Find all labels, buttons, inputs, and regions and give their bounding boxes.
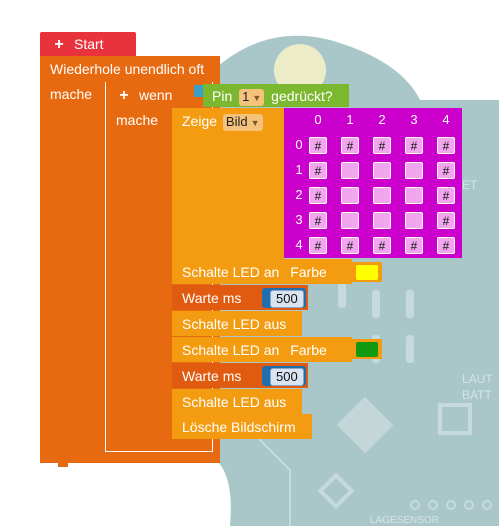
- if-header: + wenn: [117, 85, 172, 106]
- start-block[interactable]: + Start: [40, 32, 136, 56]
- grid-cell[interactable]: #: [341, 237, 359, 254]
- led-on-label-1: Schalte LED an: [182, 264, 280, 280]
- grid-row-header: 4: [295, 237, 303, 252]
- grid-row-header: 1: [295, 162, 303, 177]
- board-label-lagesensor: LAGESENSOR: [370, 515, 439, 526]
- loop-notch: [58, 463, 68, 467]
- grid-cell[interactable]: #: [309, 162, 327, 179]
- grid-cell[interactable]: #: [437, 162, 455, 179]
- chevron-down-icon: ▼: [252, 93, 262, 103]
- grid-cell[interactable]: #: [373, 137, 391, 154]
- grid-row-header: 3: [295, 212, 303, 227]
- grid-cell[interactable]: [405, 187, 423, 204]
- grid-cell[interactable]: [373, 187, 391, 204]
- plus-icon[interactable]: +: [54, 36, 64, 53]
- led-off-label-2: Schalte LED aus: [182, 394, 287, 410]
- led-off-block-2[interactable]: Schalte LED aus: [172, 389, 302, 414]
- grid-row-header: 2: [295, 187, 303, 202]
- grid-column-header: 0: [314, 112, 322, 127]
- grid-cell[interactable]: [405, 212, 423, 229]
- grid-cell[interactable]: [341, 187, 359, 204]
- color-label-2: Farbe: [290, 342, 327, 358]
- clear-screen-block[interactable]: Lösche Bildschirm: [172, 414, 312, 439]
- color-swatch-green[interactable]: [356, 342, 378, 357]
- pin-pressed-condition[interactable]: Pin 1▼ gedrückt?: [203, 84, 349, 107]
- clear-screen-label: Lösche Bildschirm: [182, 419, 296, 435]
- grid-column-header: 3: [410, 112, 418, 127]
- grid-cell[interactable]: #: [405, 137, 423, 154]
- grid-cell[interactable]: [405, 162, 423, 179]
- plus-icon[interactable]: +: [119, 87, 129, 104]
- pin-select[interactable]: 1▼: [239, 89, 265, 106]
- show-label: Zeige: [182, 113, 218, 129]
- grid-cell[interactable]: #: [437, 237, 455, 254]
- show-type-select[interactable]: Bild▼: [222, 114, 263, 131]
- board-label-et: ET: [462, 178, 478, 192]
- grid-column-header: 2: [378, 112, 386, 127]
- grid-cell[interactable]: #: [437, 187, 455, 204]
- if-do-label: mache: [116, 112, 159, 128]
- loop-label: Wiederhole unendlich oft: [50, 61, 205, 77]
- grid-cell[interactable]: [373, 162, 391, 179]
- led-on-label-2: Schalte LED an: [182, 342, 280, 358]
- image-grid[interactable]: [284, 108, 462, 258]
- grid-cell[interactable]: #: [309, 137, 327, 154]
- wait-value-input-2[interactable]: 500: [270, 368, 304, 386]
- show-header: Zeige Bild▼: [182, 111, 263, 131]
- led-off-block-1[interactable]: Schalte LED aus: [172, 311, 302, 336]
- start-label: Start: [74, 36, 104, 52]
- chevron-down-icon: ▼: [250, 118, 260, 128]
- wait-value-input-1[interactable]: 500: [270, 290, 304, 308]
- condition-prefix: Pin: [212, 88, 233, 104]
- grid-cell[interactable]: #: [341, 137, 359, 154]
- color-label-1: Farbe: [290, 264, 327, 280]
- grid-column-header: 1: [346, 112, 354, 127]
- led-on-block-2[interactable]: Schalte LED an Farbe: [172, 337, 352, 362]
- loop-do-label: mache: [50, 86, 93, 102]
- condition-suffix: gedrückt?: [271, 88, 333, 104]
- grid-cell[interactable]: #: [309, 187, 327, 204]
- color-swatch-yellow[interactable]: [356, 265, 378, 280]
- grid-cell[interactable]: #: [437, 212, 455, 229]
- grid-cell[interactable]: #: [309, 212, 327, 229]
- led-off-label-1: Schalte LED aus: [182, 316, 287, 332]
- grid-cell[interactable]: #: [309, 237, 327, 254]
- wait-label-1: Warte ms: [182, 290, 242, 306]
- grid-cell[interactable]: #: [405, 237, 423, 254]
- board-label-laut: LAUT: [462, 372, 493, 386]
- grid-column-header: 4: [442, 112, 450, 127]
- grid-cell[interactable]: [341, 162, 359, 179]
- grid-cell[interactable]: [341, 212, 359, 229]
- show-image-block[interactable]: [172, 108, 284, 260]
- grid-row-header: 0: [295, 137, 303, 152]
- led-on-block-1[interactable]: Schalte LED an Farbe: [172, 259, 352, 284]
- grid-cell[interactable]: [373, 212, 391, 229]
- board-label-batt: BATT: [462, 388, 492, 402]
- grid-cell[interactable]: #: [373, 237, 391, 254]
- wait-label-2: Warte ms: [182, 368, 242, 384]
- grid-cell[interactable]: #: [437, 137, 455, 154]
- if-label: wenn: [139, 87, 173, 103]
